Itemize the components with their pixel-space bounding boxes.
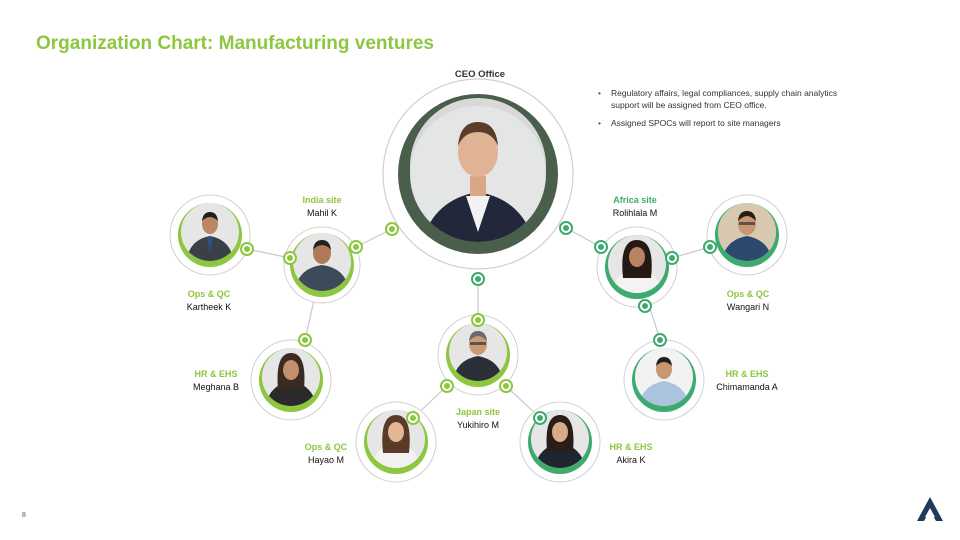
- japan-ops-node[interactable]: [355, 401, 437, 483]
- ceo-avatar: [410, 106, 546, 242]
- japan-site-label: Japan site Yukihiro M: [438, 406, 518, 432]
- japan-site-role: Japan site: [455, 407, 501, 417]
- india-hr-role: HR & EHS: [194, 369, 238, 379]
- india-ops-avatar: [186, 212, 234, 261]
- africa-hr-role: HR & EHS: [725, 369, 769, 379]
- company-logo-icon: [917, 497, 943, 521]
- india-hr-name: Meghana B: [192, 382, 240, 392]
- japan-site-name: Yukihiro M: [456, 420, 500, 430]
- africa-ops-name: Wangari N: [726, 302, 770, 312]
- page-number: 8: [22, 512, 26, 519]
- africa-hr-label: HR & EHS Chimamanda A: [707, 368, 787, 394]
- africa-hr-node[interactable]: [623, 339, 705, 421]
- japan-ops-avatar: [370, 415, 422, 468]
- ceo-node[interactable]: [382, 78, 574, 270]
- ceo-office-label: CEO Office: [454, 69, 506, 80]
- india-site-role: India site: [302, 195, 342, 205]
- japan-hr-role: HR & EHS: [609, 442, 653, 452]
- connector-dots: [240, 221, 717, 425]
- india-hr-node[interactable]: [250, 339, 332, 421]
- africa-ops-role: Ops & QC: [726, 289, 770, 299]
- note-item: Assigned SPOCs will report to site manag…: [598, 117, 838, 129]
- japan-hr-name: Akira K: [616, 455, 646, 465]
- japan-hr-label: HR & EHS Akira K: [591, 441, 671, 467]
- africa-ops-node[interactable]: [706, 194, 788, 276]
- africa-site-avatar: [611, 240, 663, 293]
- japan-ops-label: Ops & QC Hayao M: [286, 441, 366, 467]
- india-ops-label: Ops & QC Kartheek K: [169, 288, 249, 314]
- india-ops-name: Kartheek K: [186, 302, 232, 312]
- japan-ops-role: Ops & QC: [304, 442, 348, 452]
- japan-ops-name: Hayao M: [307, 455, 344, 465]
- africa-ops-avatar: [718, 203, 776, 261]
- india-site-label: India site Mahil K: [282, 194, 362, 220]
- japan-site-avatar: [452, 331, 504, 381]
- africa-site-name: Rolihlala M: [612, 208, 658, 218]
- note-item: Regulatory affairs, legal compliances, s…: [598, 87, 838, 111]
- india-site-avatar: [294, 240, 350, 291]
- africa-hr-name: Chimamanda A: [716, 382, 778, 392]
- africa-hr-avatar: [638, 357, 690, 406]
- india-ops-role: Ops & QC: [187, 289, 231, 299]
- india-site-node[interactable]: [283, 226, 361, 304]
- india-hr-avatar: [265, 353, 317, 406]
- india-site-name: Mahil K: [306, 208, 337, 218]
- india-ops-node[interactable]: [169, 194, 251, 276]
- africa-site-role: Africa site: [613, 195, 657, 205]
- japan-hr-node[interactable]: [519, 401, 601, 483]
- japan-site-node[interactable]: [437, 314, 519, 396]
- india-hr-label: HR & EHS Meghana B: [176, 368, 256, 394]
- japan-hr-avatar: [534, 415, 586, 468]
- africa-ops-label: Ops & QC Wangari N: [708, 288, 788, 314]
- africa-site-node[interactable]: [596, 226, 678, 308]
- notes-list: Regulatory affairs, legal compliances, s…: [598, 87, 838, 135]
- page-title: Organization Chart: Manufacturing ventur…: [36, 33, 434, 54]
- africa-site-label: Africa site Rolihlala M: [595, 194, 675, 220]
